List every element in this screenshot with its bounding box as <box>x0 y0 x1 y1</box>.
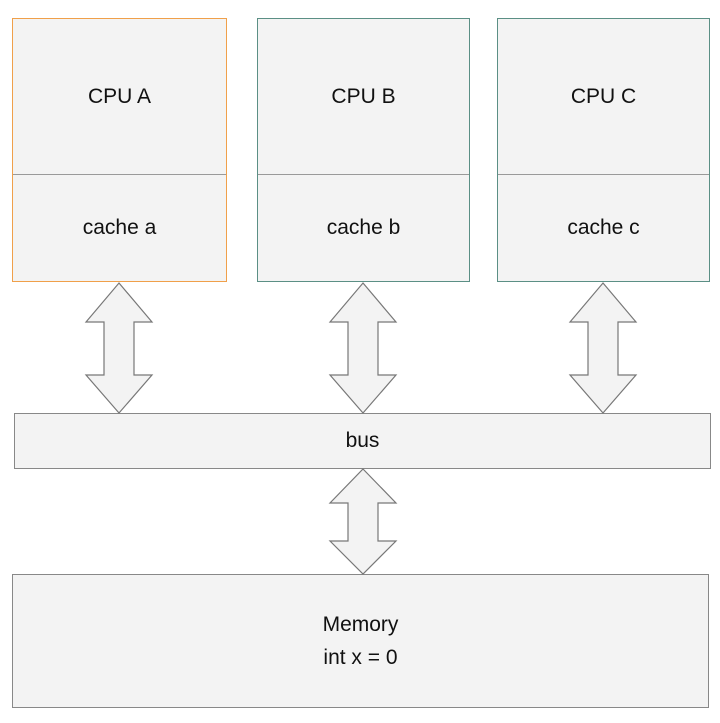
bus-memory-arrow <box>328 468 398 575</box>
memory-value: int x = 0 <box>323 646 398 669</box>
memory-box: Memory int x = 0 <box>12 574 709 708</box>
cpu-b-label: CPU B <box>331 84 396 108</box>
bus-box: bus <box>14 413 711 469</box>
memory-text: Memory int x = 0 <box>323 608 399 674</box>
cpu-a-unit: CPU A cache a <box>12 18 227 282</box>
cache-b-label: cache b <box>258 174 469 281</box>
cache-a-label: cache a <box>13 174 226 281</box>
cpu-a-bus-arrow <box>84 282 154 414</box>
cpu-c-unit: CPU C cache c <box>497 18 710 282</box>
bus-label: bus <box>345 429 380 452</box>
memory-title: Memory <box>322 613 399 636</box>
cpu-b-unit: CPU B cache b <box>257 18 470 282</box>
cpu-b-bus-arrow <box>328 282 398 414</box>
cache-c-label: cache c <box>498 174 709 281</box>
cpu-c-label: CPU C <box>570 84 637 108</box>
cpu-c-bus-arrow <box>568 282 638 414</box>
cpu-a-label: CPU A <box>87 84 152 108</box>
